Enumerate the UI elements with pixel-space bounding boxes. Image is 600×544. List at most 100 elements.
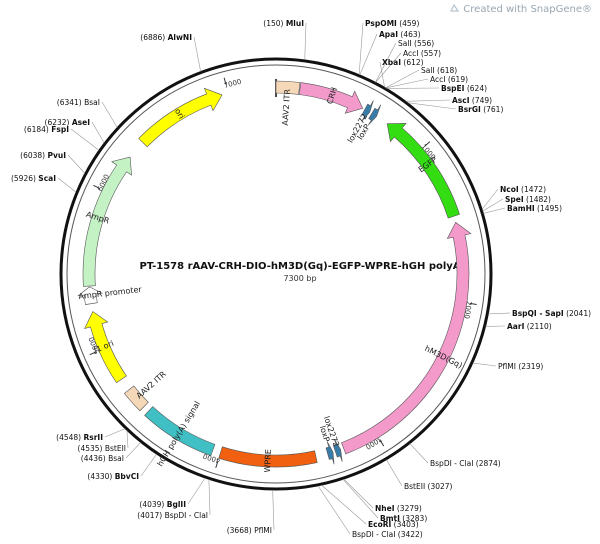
site-name: BspEI bbox=[441, 84, 465, 93]
site-30-label: (5926) ScaI bbox=[11, 174, 56, 183]
site-position: (624) bbox=[464, 84, 487, 93]
tick-mark bbox=[223, 77, 227, 85]
site-24-leader bbox=[187, 477, 206, 505]
site-26-leader bbox=[140, 453, 157, 477]
site-31-label: (6038) PvuI bbox=[20, 151, 66, 160]
site-position: (150) bbox=[263, 19, 286, 28]
site-position: (5926) bbox=[11, 174, 38, 183]
site-29-leader bbox=[104, 428, 126, 438]
inner-backbone-circle bbox=[66, 64, 486, 484]
site-34-label: (6341) BsaI bbox=[57, 98, 100, 107]
feature-2-arc bbox=[361, 100, 374, 122]
site-8-label: BspEI (624) bbox=[441, 84, 487, 93]
site-name: BglII bbox=[167, 500, 186, 509]
site-name: AseI bbox=[72, 118, 90, 127]
site-name: BstEII bbox=[105, 444, 126, 453]
site-name: AscI bbox=[452, 96, 470, 105]
site-10-leader bbox=[407, 102, 457, 110]
site-name: ApaI bbox=[379, 30, 398, 39]
site-name: AccI bbox=[430, 75, 445, 84]
site-1-label: PspOMI (459) bbox=[365, 19, 419, 28]
site-26-label: (4330) BbvCI bbox=[87, 472, 139, 481]
site-position: (4330) bbox=[87, 472, 114, 481]
site-5-leader bbox=[379, 61, 385, 88]
site-22-leader bbox=[317, 485, 351, 535]
site-23-leader bbox=[272, 489, 275, 531]
site-12-leader bbox=[482, 198, 504, 212]
tick-mark bbox=[379, 439, 385, 447]
feature-8-arc bbox=[218, 446, 318, 468]
feature-0-arc bbox=[275, 80, 301, 95]
site-6-leader bbox=[385, 69, 420, 89]
feature-1-arc bbox=[298, 82, 364, 114]
snapgene-watermark: Created with SnapGene® bbox=[450, 3, 592, 15]
feature-13-arc bbox=[82, 156, 132, 287]
site-position: (4039) bbox=[139, 500, 166, 509]
site-name: BamHI bbox=[507, 204, 535, 213]
site-22-label: BspDI - ClaI (3422) bbox=[352, 530, 423, 539]
site-position: (3403) bbox=[391, 520, 418, 529]
tick-mark bbox=[93, 184, 100, 189]
feature-0-label: AAV2 ITR bbox=[281, 88, 292, 125]
site-32-label: (6184) FspI bbox=[24, 125, 69, 134]
site-name: SalI bbox=[398, 39, 412, 48]
site-position: (557) bbox=[418, 49, 441, 58]
site-14-leader bbox=[488, 312, 511, 315]
site-name: BsaI bbox=[84, 98, 100, 107]
feature-3-arc bbox=[367, 104, 382, 126]
site-position: (761) bbox=[481, 105, 504, 114]
site-21-leader bbox=[321, 484, 367, 525]
site-19-label: NheI (3279) bbox=[375, 504, 422, 513]
site-name: BspDI - ClaI bbox=[165, 511, 208, 520]
site-name: AlwNI bbox=[168, 33, 193, 42]
site-35-leader bbox=[193, 36, 201, 72]
plasmid-length: 7300 bp bbox=[283, 274, 317, 283]
site-position: (3027) bbox=[425, 482, 452, 491]
site-name: BsaI bbox=[108, 454, 124, 463]
site-24-label: (4039) BglII bbox=[139, 500, 186, 509]
site-name: XbaI bbox=[382, 58, 401, 67]
tick-mark bbox=[469, 302, 477, 305]
site-3-label: SalI (556) bbox=[398, 39, 434, 48]
site-position: (6038) bbox=[20, 151, 47, 160]
feature-10-label: AAV2 ITR bbox=[135, 369, 169, 400]
site-0-leader bbox=[304, 22, 307, 60]
site-position: (2041) bbox=[564, 309, 591, 318]
site-34-leader bbox=[101, 101, 118, 128]
site-position: (749) bbox=[470, 96, 493, 105]
site-23-label: (3668) PflMI bbox=[227, 526, 272, 535]
site-20-label: BmtI (3283) bbox=[380, 514, 427, 523]
site-28-leader bbox=[126, 430, 129, 449]
site-position: (4535) bbox=[78, 444, 105, 453]
watermark-text: Created with SnapGene® bbox=[463, 4, 592, 15]
site-12-label: SpeI (1482) bbox=[505, 195, 551, 204]
site-32-leader bbox=[70, 128, 100, 151]
site-position: (4017) bbox=[137, 511, 164, 520]
site-position: (1495) bbox=[535, 204, 562, 213]
site-position: (6232) bbox=[45, 118, 72, 127]
site-5-label: XbaI (612) bbox=[382, 58, 424, 67]
site-25-label: (4017) BspDI - ClaI bbox=[137, 511, 208, 520]
site-2-leader bbox=[359, 33, 378, 76]
site-4-leader bbox=[375, 52, 402, 83]
site-name: SalI bbox=[421, 66, 435, 75]
feature-12-label: AmpR promoter bbox=[78, 285, 143, 301]
site-name: AarI bbox=[507, 322, 525, 331]
tick-label: 7000 bbox=[223, 78, 242, 90]
site-27-label: (4436) BsaI bbox=[81, 454, 124, 463]
site-20-leader bbox=[342, 479, 379, 519]
site-10-label: BsrGI (761) bbox=[458, 105, 503, 114]
site-position: (3279) bbox=[395, 504, 422, 513]
site-9-label: AscI (749) bbox=[452, 96, 492, 105]
site-name: PspOMI bbox=[365, 19, 397, 28]
site-position: (2110) bbox=[524, 322, 551, 331]
site-name: AccI bbox=[403, 49, 418, 58]
site-17-leader bbox=[409, 443, 429, 464]
site-13-leader bbox=[483, 207, 506, 214]
feature-11-arc bbox=[84, 311, 127, 384]
site-4-label: AccI (557) bbox=[403, 49, 441, 58]
site-31-leader bbox=[67, 154, 86, 174]
site-3-leader bbox=[375, 42, 397, 83]
site-name: RsrII bbox=[83, 433, 103, 442]
